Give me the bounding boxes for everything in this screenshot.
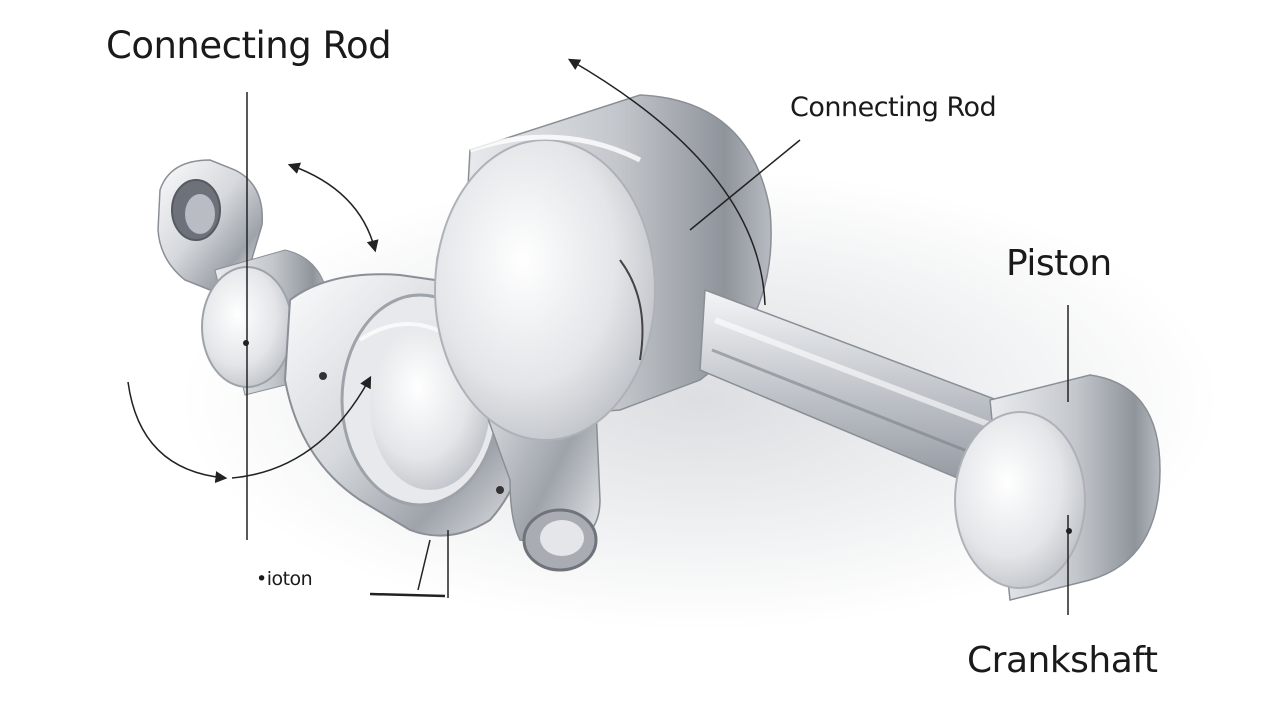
- label-connecting-rod-top-right: Connecting Rod: [790, 92, 997, 123]
- pin-dot: [243, 340, 249, 346]
- label-connecting-rod-top-left: Connecting Rod: [106, 24, 392, 67]
- long-rod: [699, 288, 1052, 501]
- piston-drum: [434, 94, 772, 441]
- label-crankshaft: Crankshaft: [967, 640, 1158, 681]
- small-end-yoke: [157, 159, 264, 291]
- crank-dot: [1066, 528, 1072, 534]
- label-piston: Piston: [1006, 243, 1112, 284]
- motion-arrows: [127, 58, 766, 484]
- label-bottom-left: •ioton: [256, 568, 313, 590]
- annotation-lines: [246, 92, 1069, 615]
- crank-cylinder: [954, 374, 1161, 601]
